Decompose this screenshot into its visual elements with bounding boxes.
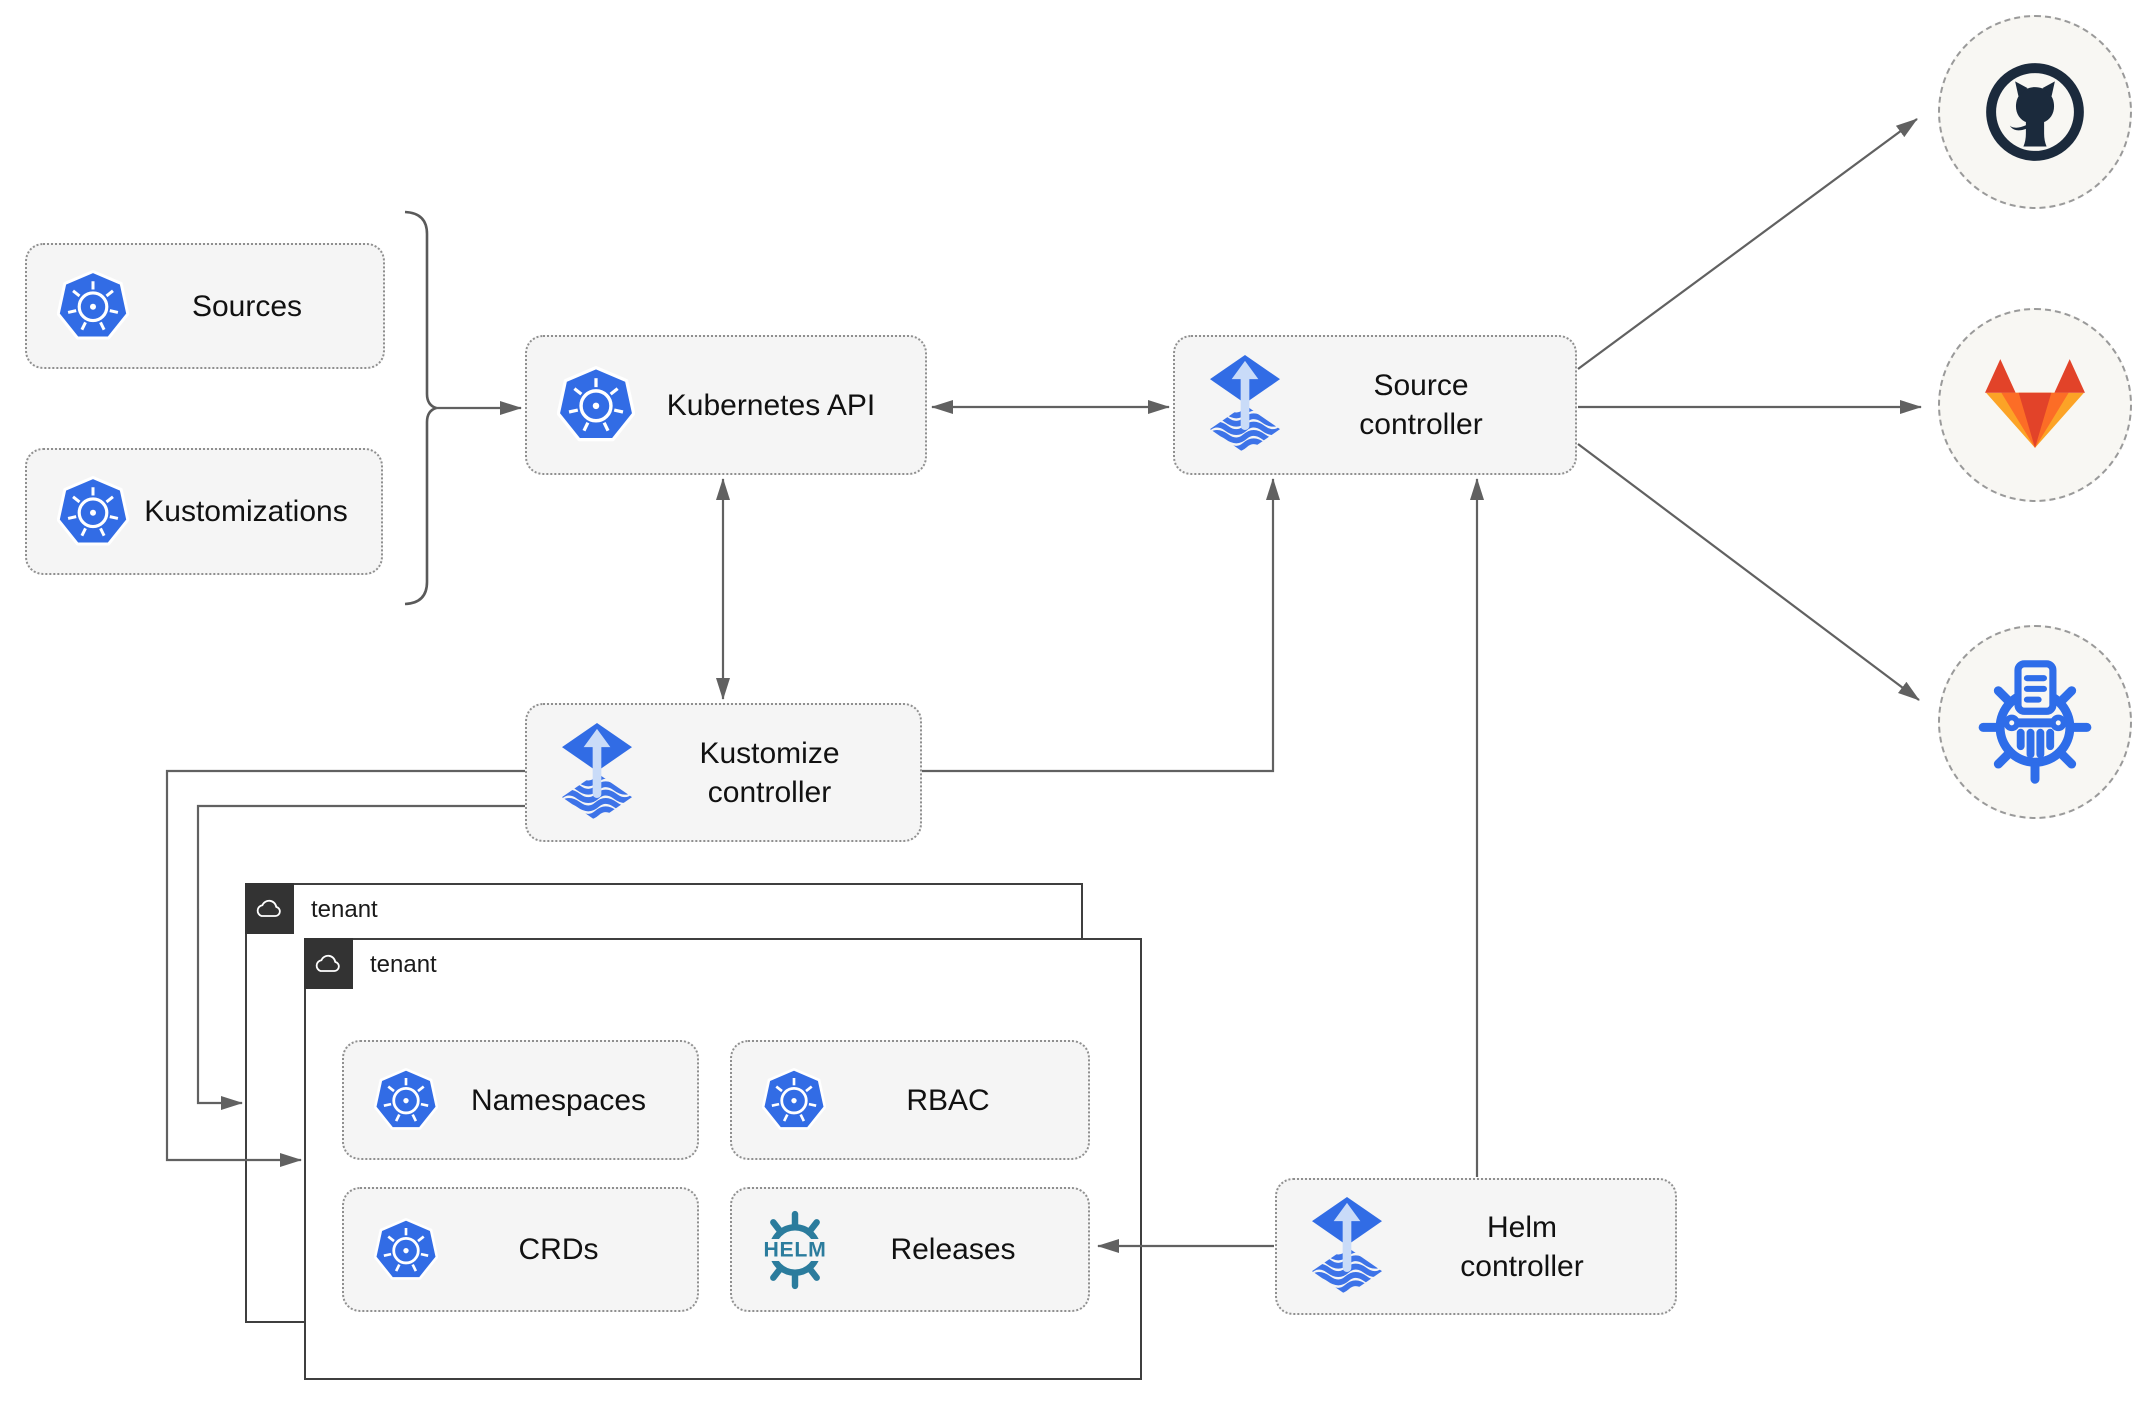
kubernetes-api-label: Kubernetes API [666,388,876,422]
source-controller-label: Source controller [1359,369,1483,441]
node-kubernetes-api: Kubernetes API [525,335,927,475]
node-kustomizations: Kustomizations [25,448,383,575]
edge-source-to-github [1577,118,1918,370]
helm-controller-label: Helm controller [1460,1210,1584,1283]
endpoint-gitlab [1938,308,2132,502]
flux-icon [1307,1195,1387,1299]
tenant-tab [303,937,353,989]
node-source-controller: Source controller [1173,335,1577,475]
kubernetes-icon [374,1218,438,1282]
kubernetes-icon [57,270,129,342]
releases-label: Releases [890,1233,1016,1266]
kustomize-controller-label: Kustomize controller [699,736,840,809]
flux-icon [1205,353,1285,457]
helm-icon [754,1209,836,1291]
kubernetes-icon [557,366,635,444]
node-rbac: RBAC [730,1040,1090,1160]
kubernetes-icon [762,1068,826,1132]
gitlab-icon [1984,358,2086,452]
brace-connector [404,210,441,606]
namespaces-label: Namespaces [470,1083,647,1117]
github-icon [1982,59,2088,165]
sources-label: Sources [191,289,303,323]
endpoint-registry [1938,625,2132,819]
node-releases: Releases [730,1187,1090,1312]
kustomize-registry-icon [1967,654,2103,790]
flux-icon [557,721,637,825]
node-helm-controller: Helm controller [1275,1178,1677,1315]
tenant-label: tenant [370,951,437,978]
node-namespaces: Namespaces [342,1040,699,1160]
endpoint-github [1938,15,2132,209]
kubernetes-icon [374,1068,438,1132]
cloud-icon [253,896,285,920]
kubernetes-icon [57,476,129,548]
edge-kustomize-to-source [922,478,1280,773]
node-crds: CRDs [342,1187,699,1312]
tenant-label: tenant [311,896,378,923]
node-kustomize-controller: Kustomize controller [525,703,922,842]
node-sources: Sources [25,243,385,369]
tenant-box-front: tenant Namespaces RBAC CRDs Releases [303,937,1142,1380]
cloud-icon [312,951,344,975]
edge-source-to-registry [1577,443,1920,701]
rbac-label: RBAC [906,1083,990,1117]
tenant-tab [244,882,294,934]
kustomizations-label: Kustomizations [144,495,348,528]
crds-label: CRDs [518,1233,599,1266]
